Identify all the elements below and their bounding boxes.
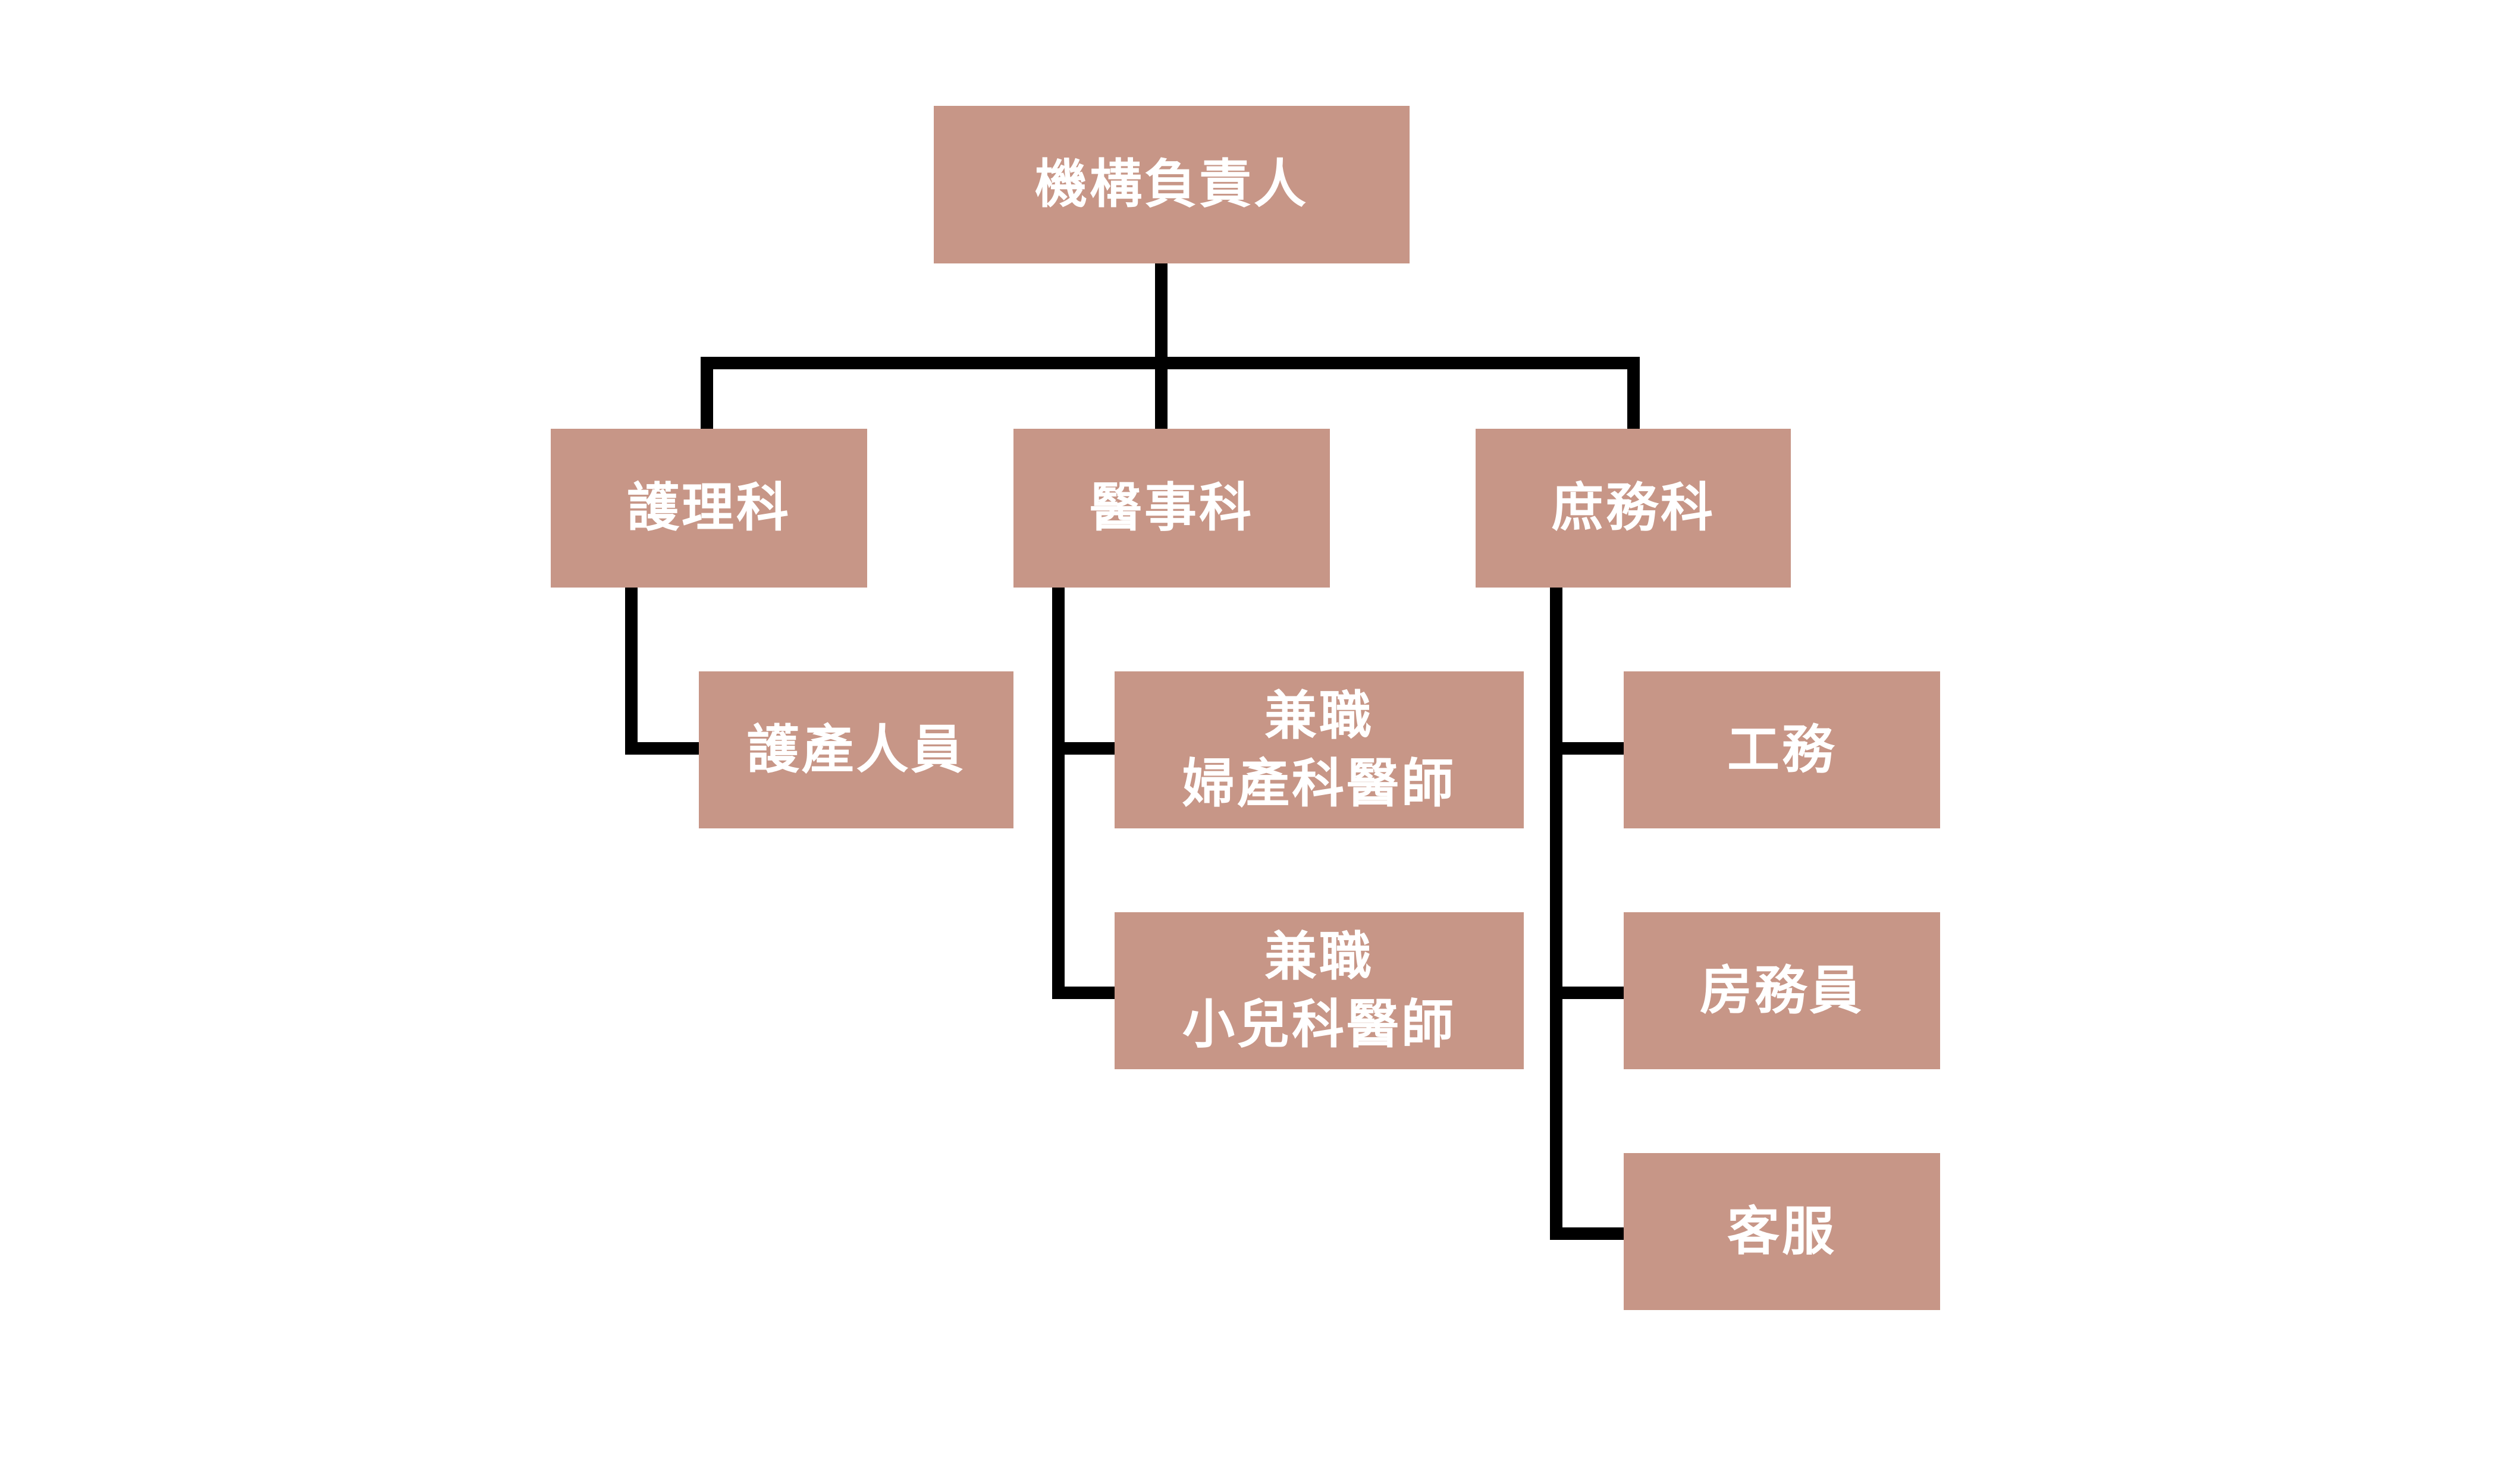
node-label: 護產人員 <box>746 718 966 780</box>
connector-medical-vertical <box>1052 588 1065 999</box>
node-label: 醫事科 <box>1089 477 1254 539</box>
connector-nursing-vertical <box>625 588 638 755</box>
node-label-line1: 兼職 <box>1264 684 1374 746</box>
node-midwife: 護產人員 <box>699 671 1013 828</box>
connector-root-trunk <box>1155 263 1168 429</box>
node-label: 客服 <box>1727 1200 1837 1262</box>
node-label: 工務 <box>1727 718 1837 780</box>
connector-nursing-branch <box>625 742 699 755</box>
connector-ops-vertical <box>1550 588 1562 1240</box>
node-obgyn: 兼職婦產科醫師 <box>1115 671 1524 828</box>
node-customer-service: 客服 <box>1624 1153 1940 1310</box>
node-maintenance: 工務 <box>1624 671 1940 828</box>
node-label-line1: 兼職 <box>1264 925 1374 987</box>
node-pediatrics: 兼職小兒科醫師 <box>1115 912 1524 1069</box>
node-housekeeping: 房務員 <box>1624 912 1940 1069</box>
connector-ops-branch-2 <box>1550 987 1624 999</box>
node-label: 房務員 <box>1699 959 1864 1021</box>
connector-medical-branch-1 <box>1052 742 1115 755</box>
node-label-line2: 婦產科醫師 <box>1182 753 1456 814</box>
node-ops-dept: 庶務科 <box>1476 429 1791 588</box>
connector-to-nursing <box>701 357 713 429</box>
connector-ops-branch-3 <box>1550 1227 1624 1240</box>
node-label: 機構負責人 <box>1034 153 1308 215</box>
node-label-line2: 小兒科醫師 <box>1182 994 1456 1055</box>
node-label: 護理科 <box>626 477 791 539</box>
connector-horizontal-bar <box>701 357 1640 369</box>
connector-medical-branch-2 <box>1052 987 1115 999</box>
connector-ops-branch-1 <box>1550 742 1624 755</box>
connector-to-ops <box>1627 357 1640 429</box>
node-medical-dept: 醫事科 <box>1013 429 1330 588</box>
node-label: 庶務科 <box>1551 477 1715 539</box>
node-root: 機構負責人 <box>934 106 1410 263</box>
node-nursing-dept: 護理科 <box>551 429 867 588</box>
